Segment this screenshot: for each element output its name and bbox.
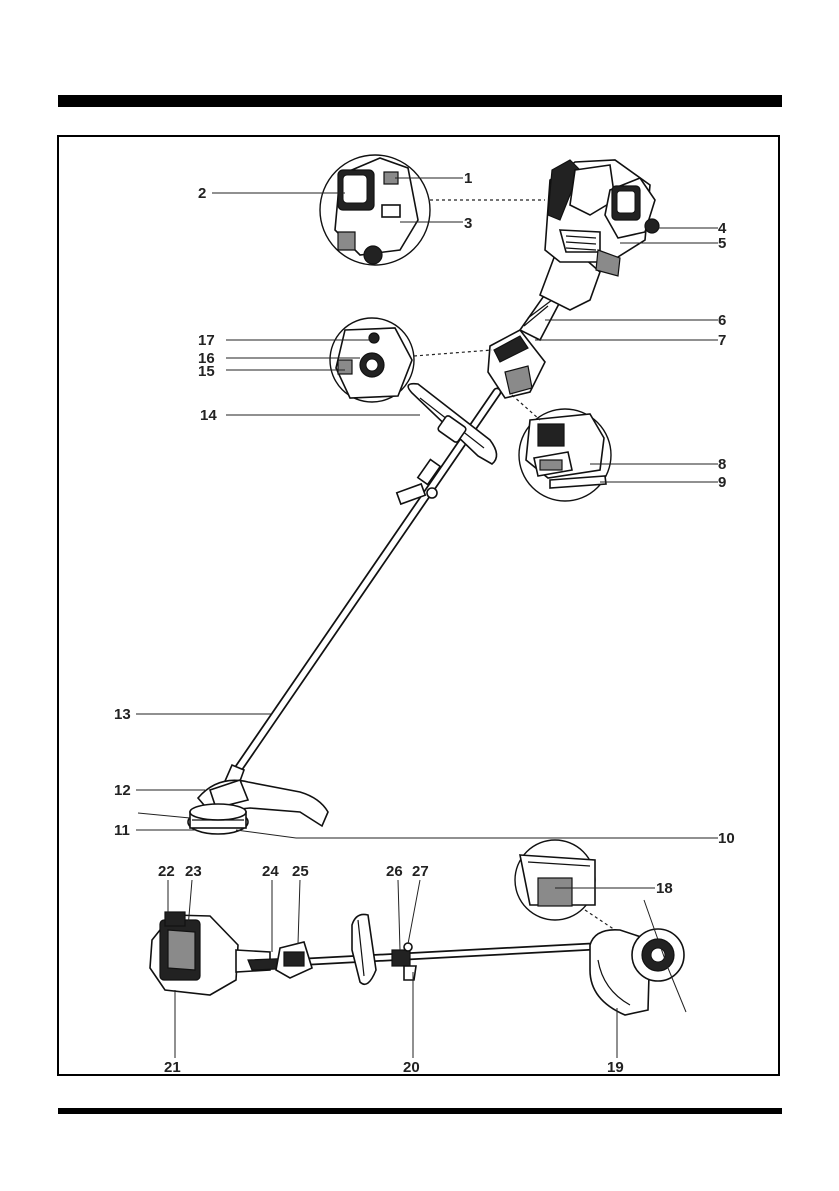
zoom-engine-controls <box>320 155 430 265</box>
callout-17: 17 <box>198 332 215 349</box>
engine-unit <box>540 160 659 310</box>
callout-6: 6 <box>718 312 726 329</box>
callout-8: 8 <box>718 456 726 473</box>
zoom-head-detail <box>515 840 595 920</box>
callout-19: 19 <box>607 1059 624 1076</box>
trimmer-side-view <box>150 900 686 1015</box>
leader-lines <box>136 178 718 1058</box>
callout-9: 9 <box>718 474 726 491</box>
cutting-head <box>138 765 328 834</box>
callout-22: 22 <box>158 863 175 880</box>
callout-21: 21 <box>164 1059 181 1076</box>
callout-5: 5 <box>718 235 726 252</box>
callout-26: 26 <box>386 863 403 880</box>
callout-11: 11 <box>114 822 130 839</box>
footer-rule <box>58 1108 782 1114</box>
callout-27: 27 <box>412 863 429 880</box>
callout-3: 3 <box>464 215 472 232</box>
zoom-throttle-switch <box>330 318 414 402</box>
callout-10: 10 <box>718 830 735 847</box>
callout-2: 2 <box>198 185 206 202</box>
callout-25: 25 <box>292 863 309 880</box>
zoom-throttle-lock <box>519 409 611 501</box>
callout-20: 20 <box>403 1059 420 1076</box>
callout-24: 24 <box>262 863 279 880</box>
throttle-handle <box>488 290 562 398</box>
callout-18: 18 <box>656 880 673 897</box>
callout-23: 23 <box>185 863 202 880</box>
callout-16: 16 <box>198 350 215 367</box>
callout-7: 7 <box>718 332 726 349</box>
callout-1: 1 <box>464 170 472 187</box>
callout-12: 12 <box>114 782 131 799</box>
callout-14: 14 <box>200 407 217 424</box>
callout-13: 13 <box>114 706 131 723</box>
